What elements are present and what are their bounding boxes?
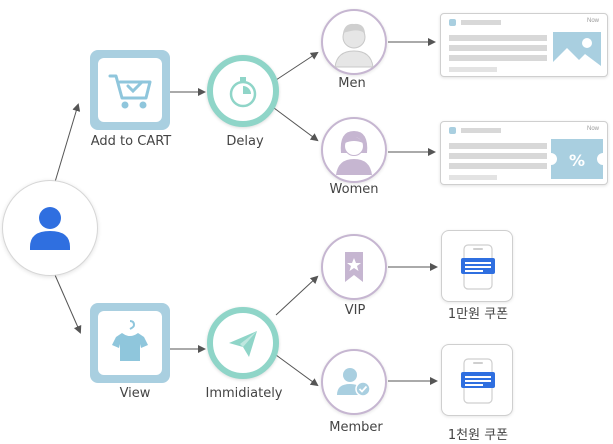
immediately-node	[207, 307, 279, 379]
men-node	[321, 9, 387, 75]
vip-coupon-label: 1만원 쿠폰	[447, 307, 509, 322]
phone-message-icon	[461, 244, 495, 290]
view-node	[90, 303, 170, 383]
landscape-image-icon	[553, 32, 601, 70]
svg-text:%: %	[569, 151, 585, 170]
women-node	[321, 117, 387, 183]
delay-label: Delay	[226, 134, 264, 149]
user-node	[2, 180, 98, 276]
delay-node	[207, 55, 279, 127]
discount-ticket-icon: %	[551, 139, 603, 179]
member-coupon-label: 1천원 쿠폰	[447, 428, 509, 443]
men-label: Men	[338, 76, 366, 91]
vip-node	[321, 234, 387, 300]
view-label: View	[119, 386, 151, 401]
user-icon	[30, 207, 70, 250]
vip-label: VIP	[344, 303, 366, 318]
member-label: Member	[329, 420, 383, 435]
app-icon	[449, 127, 456, 134]
cart-icon	[108, 74, 152, 109]
shirt-hanger-icon	[112, 320, 148, 361]
add-to-cart-node	[90, 50, 170, 130]
arrow-delay-to-women	[273, 107, 319, 142]
arrow-delay-to-men	[275, 51, 319, 81]
men-push-card: Now	[440, 13, 608, 77]
stopwatch-icon	[229, 77, 257, 108]
vip-coupon-phone	[441, 230, 513, 302]
arrow-user-to-cart	[54, 103, 81, 183]
member-coupon-phone	[441, 344, 513, 416]
member-node	[321, 349, 387, 415]
arrow-immediately-to-vip	[275, 275, 319, 316]
women-push-card: Now %	[440, 121, 608, 185]
women-label: Women	[329, 182, 379, 197]
bookmark-star-icon	[345, 252, 363, 282]
paper-plane-icon	[229, 331, 257, 357]
arrow-immediately-to-member	[275, 354, 319, 387]
card-timestamp: Now	[586, 126, 599, 132]
arrow-user-to-view	[54, 274, 82, 334]
verified-member-icon	[337, 368, 371, 397]
man-icon	[334, 23, 374, 68]
add-to-cart-label: Add to CART	[90, 134, 172, 149]
app-icon	[449, 19, 456, 26]
phone-message-icon	[461, 358, 495, 404]
woman-icon	[336, 131, 372, 175]
card-timestamp: Now	[586, 18, 599, 24]
immediately-label: Immidiately	[205, 386, 283, 401]
